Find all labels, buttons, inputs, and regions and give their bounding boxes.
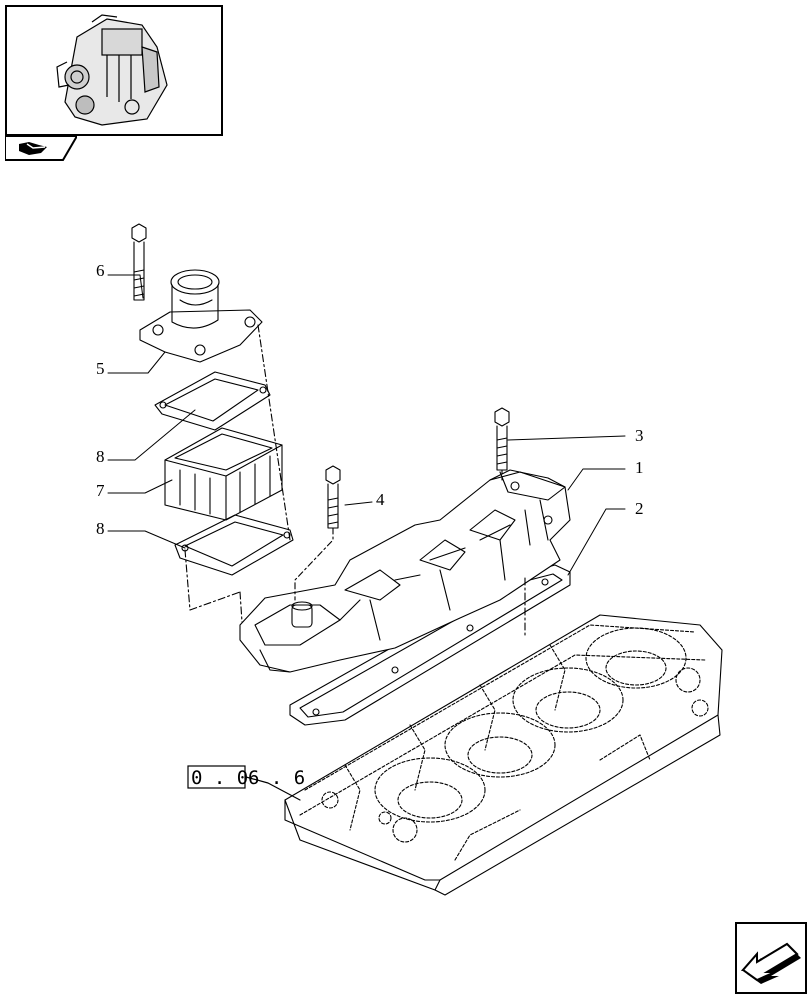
- engine-thumbnail: [5, 5, 223, 136]
- bolt-3: [494, 407, 510, 481]
- leader-lines: [107, 274, 626, 801]
- next-page-button[interactable]: [735, 922, 807, 994]
- bolt-6: [131, 223, 147, 301]
- next-page-arrow-icon: [740, 942, 801, 984]
- gasket-8-upper: [154, 371, 271, 431]
- gasket-8-lower: [174, 514, 294, 576]
- alignment-lines: [184, 324, 526, 636]
- nav-tab[interactable]: [4, 135, 79, 167]
- callout-1: 1: [635, 458, 644, 477]
- cylinder-head: [284, 614, 723, 896]
- engine-thumbnail-icon: [56, 14, 168, 126]
- callout-4: 4: [376, 490, 385, 509]
- bolt-4: [294, 465, 341, 601]
- callout-6: 6: [96, 261, 105, 280]
- cross-reference[interactable]: 0 . 0 6 . 6: [187, 765, 305, 789]
- callout-7: 7: [96, 481, 105, 500]
- intake-manifold-1: [239, 469, 571, 673]
- reference-boxed-text: 0 . 0: [191, 767, 248, 789]
- book-tab-icon: [4, 135, 79, 161]
- elbow-flange-5: [139, 269, 263, 363]
- callout-3: 3: [635, 426, 644, 445]
- callout-2: 2: [635, 499, 644, 518]
- intake-body-7: [164, 427, 283, 521]
- reference-box: [187, 765, 246, 789]
- callout-labels: 1 2 3 4 5 6 7 8 8: [96, 261, 644, 538]
- callout-8-upper: 8: [96, 447, 105, 466]
- callout-8-lower: 8: [96, 519, 105, 538]
- reference-rest-text: 6 . 6: [248, 767, 305, 789]
- callout-5: 5: [96, 359, 105, 378]
